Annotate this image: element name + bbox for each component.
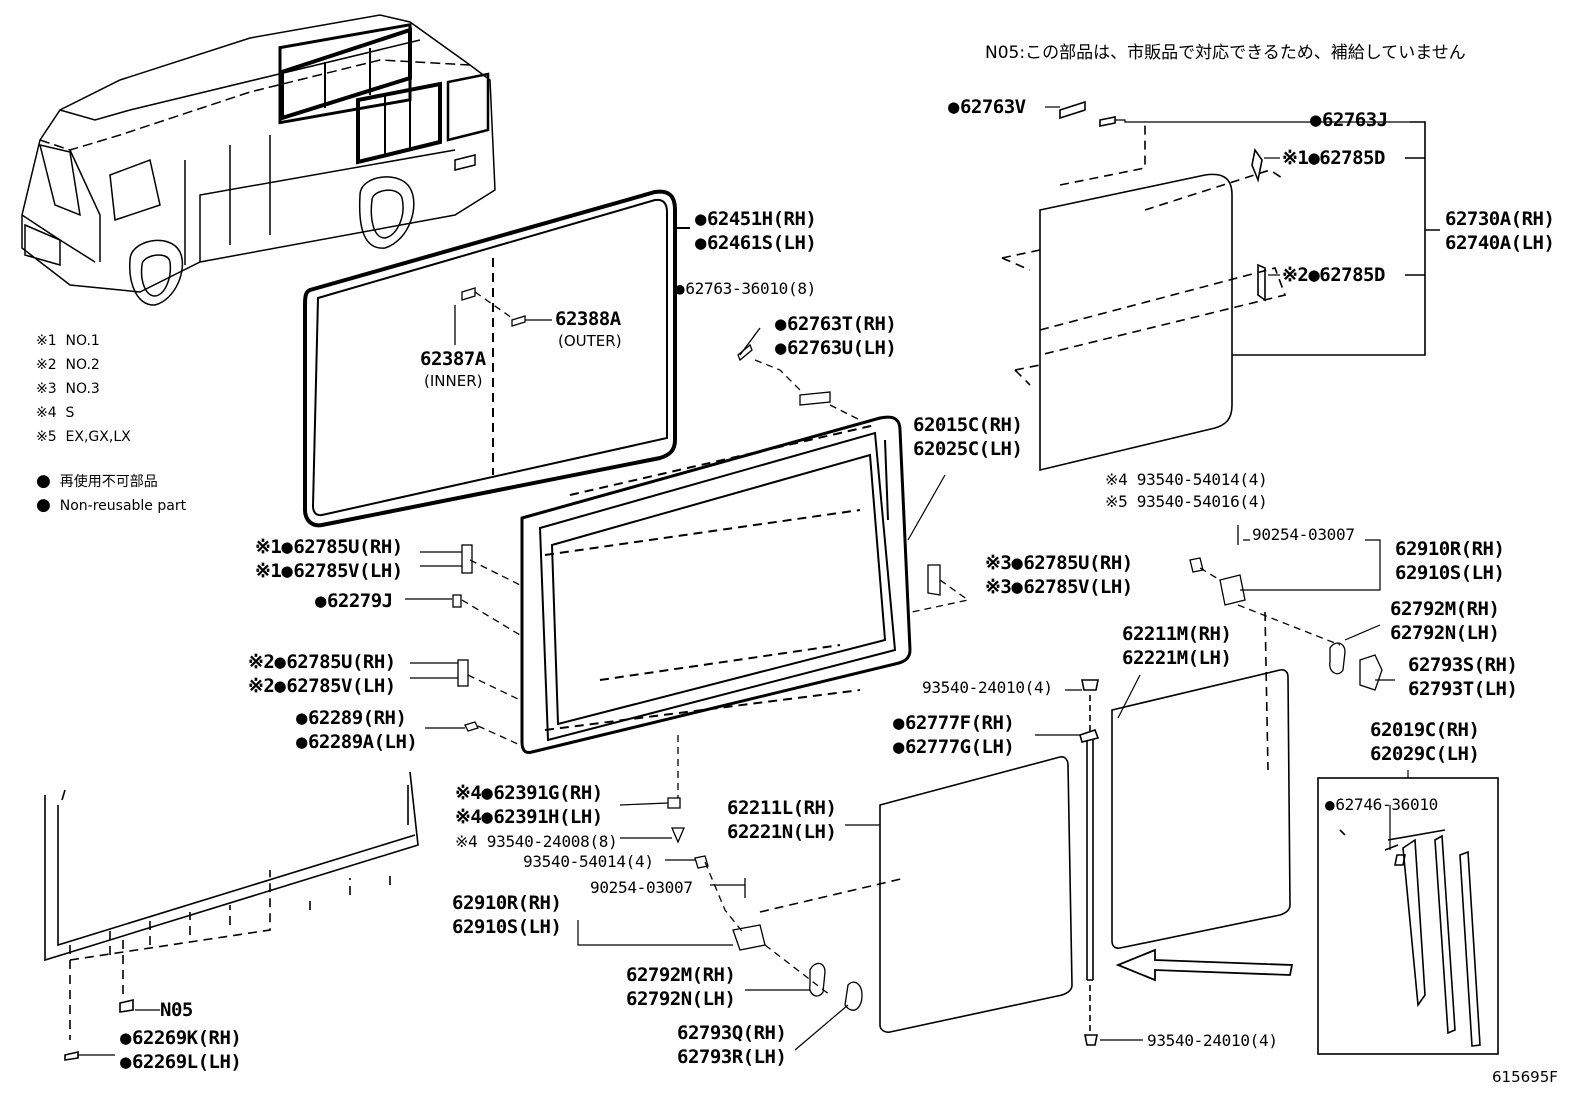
- bracket-62730A: [1232, 121, 1440, 356]
- label-62461S: 62461S(LH): [695, 231, 817, 255]
- glass-62211L: [759, 756, 1073, 1033]
- label-62792M-b: 62792M(RH): [626, 964, 736, 986]
- label-62793T: 62793T(LH): [1408, 678, 1518, 700]
- label-90254-03007-a: 90254-03007: [1252, 525, 1355, 544]
- label-62910S-a: 62910S(LH): [1395, 562, 1505, 584]
- label-62029C: 62029C(LH): [1370, 743, 1480, 765]
- legend-nonreusable-jp: ● 再使用不可部品: [36, 471, 158, 491]
- label-62388A: 62388A: [555, 308, 621, 330]
- arrow-icon: [1115, 948, 1294, 982]
- label-62793Q: 62793Q(RH): [677, 1022, 787, 1044]
- bus-illustration: [21, 14, 496, 306]
- label-62763U: 62763U(LH): [775, 336, 897, 360]
- label-93540-54014-b: 93540-54014(4): [523, 852, 654, 871]
- legend-item-3: ※3 NO.3: [36, 381, 100, 397]
- label-62763V: 62763V: [948, 95, 1026, 119]
- legend-item-2: ※2 NO.2: [36, 357, 100, 373]
- label-N05: N05: [160, 999, 193, 1021]
- window-frame-62015C: [520, 415, 912, 754]
- label-62387A: 62387A: [420, 348, 486, 370]
- legend-nonreusable-en: ● Non-reusable part: [36, 495, 187, 515]
- label-93540-24008: ※4 93540-24008(8): [455, 832, 618, 851]
- label-93540-54016-s5: ※5 93540-54016(4): [1105, 492, 1268, 511]
- label-93540-24010-b: 93540-24010(4): [1147, 1031, 1278, 1050]
- label-62269L: 62269L(LH): [120, 1050, 242, 1074]
- window-glass-62730A: [1001, 100, 1287, 472]
- glass-62211M: [1111, 611, 1291, 949]
- label-62015C: 62015C(RH): [913, 414, 1023, 436]
- label-62777G: 62777G(LH): [893, 735, 1015, 759]
- label-62211M: 62211M(RH): [1122, 623, 1232, 645]
- label-62785U-1: ※162785U(RH): [255, 535, 403, 559]
- guide-62777F: [1079, 679, 1100, 1046]
- label-62785U-2: ※262785U(RH): [248, 650, 396, 674]
- label-62279J: 62279J: [315, 589, 393, 613]
- weatherstrip-62451H: [303, 189, 690, 528]
- label-62221N: 62221N(LH): [727, 821, 837, 843]
- label-62025C: 62025C(LH): [913, 438, 1023, 460]
- label-62746-36010: 62746-36010: [1325, 793, 1438, 817]
- label-62785V-2: ※262785V(LH): [248, 674, 396, 698]
- label-62740A: 62740A(LH): [1445, 232, 1555, 254]
- figure-id: 615695F: [1492, 1068, 1558, 1086]
- label-62777F: 62777F(RH): [893, 711, 1015, 735]
- label-93540-54014-s4: ※4 93540-54014(4): [1105, 470, 1268, 489]
- lower-channel-62269K: [44, 771, 419, 1061]
- label-62289A: 62289A(LH): [296, 730, 418, 754]
- inset-62019C: [1317, 777, 1499, 1055]
- label-90254-03007-b: 90254-03007: [590, 878, 693, 897]
- label-62763J: 62763J: [1310, 108, 1388, 132]
- label-62785D-1: ※1●62785D: [1282, 147, 1385, 169]
- label-62792N-a: 62792N(LH): [1390, 622, 1500, 644]
- label-62763T: 62763T(RH): [775, 312, 897, 336]
- header-note: N05:この部品は、市販品で対応できるため、補給していません: [985, 43, 1466, 63]
- label-62793R: 62793R(LH): [677, 1046, 787, 1068]
- label-62289: 62289(RH): [296, 706, 407, 730]
- legend-item-1: ※1 NO.1: [36, 333, 100, 349]
- label-62785V-3: ※362785V(LH): [985, 575, 1133, 599]
- hardware-and-leaders: [452, 287, 1383, 1011]
- label-62269K: 62269K(RH): [120, 1026, 242, 1050]
- label-62792M-a: 62792M(RH): [1390, 598, 1500, 620]
- label-62451H: 62451H(RH): [695, 207, 817, 231]
- label-62730A: 62730A(RH): [1445, 208, 1555, 230]
- label-62910S-b: 62910S(LH): [452, 916, 562, 938]
- label-62763-36010: 62763-36010(8): [675, 277, 816, 301]
- label-62391H: ※462391H(LH): [455, 805, 603, 829]
- label-62391G: ※462391G(RH): [455, 781, 603, 805]
- label-62211L: 62211L(RH): [727, 797, 837, 819]
- label-62019C: 62019C(RH): [1370, 719, 1480, 741]
- label-leaders: [78, 106, 1410, 1056]
- legend-item-4: ※4 S: [36, 405, 75, 421]
- label-62792N-b: 62792N(LH): [626, 988, 736, 1010]
- label-93540-24010-a: 93540-24010(4): [922, 678, 1053, 697]
- label-62388A-sub: (OUTER): [558, 332, 622, 350]
- label-62221M: 62221M(LH): [1122, 647, 1232, 669]
- label-62387A-sub: (INNER): [424, 372, 483, 390]
- label-62785U-3: ※362785U(RH): [985, 551, 1133, 575]
- label-62793S: 62793S(RH): [1408, 654, 1518, 676]
- legend-item-5: ※5 EX,GX,LX: [36, 429, 131, 445]
- label-62910R-b: 62910R(RH): [452, 892, 562, 914]
- label-62785V-1: ※162785V(LH): [255, 559, 403, 583]
- label-62785D-2: ※2●62785D: [1282, 264, 1385, 286]
- label-62910R-a: 62910R(RH): [1395, 538, 1505, 560]
